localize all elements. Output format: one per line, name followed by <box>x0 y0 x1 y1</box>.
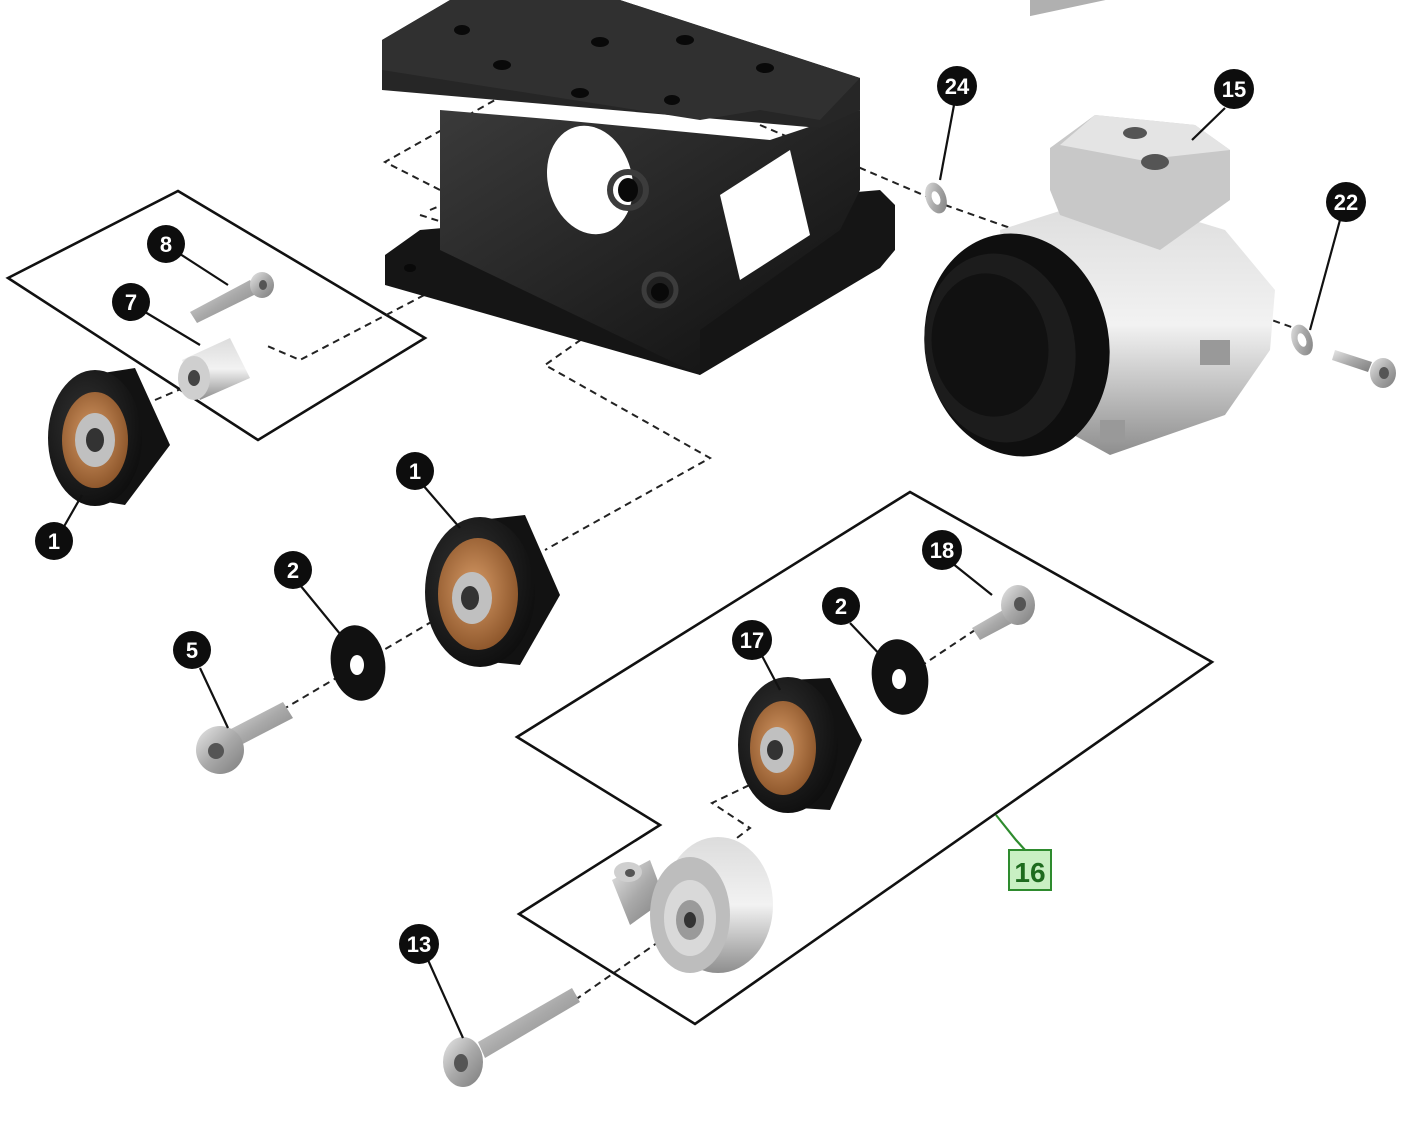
washer-22 <box>1291 324 1313 356</box>
subassembly-boundary-16 <box>514 490 1215 1026</box>
callout-2-right: 2 <box>822 587 860 625</box>
callout-17: 17 <box>732 620 772 660</box>
callout-1-left: 1 <box>35 522 73 560</box>
callout-13: 13 <box>399 924 439 964</box>
callout-8: 8 <box>147 225 185 263</box>
callout-label: 2 <box>835 594 847 619</box>
callout-label: 18 <box>930 538 954 563</box>
tensioner-pulley <box>612 837 773 973</box>
callout-label: 7 <box>125 290 137 315</box>
callout-18: 18 <box>922 530 962 570</box>
callout-label: 2 <box>287 558 299 583</box>
callout-label: 13 <box>407 932 431 957</box>
screw-18 <box>972 585 1035 640</box>
callout-label: 1 <box>409 459 421 484</box>
callout-label: 5 <box>186 638 198 663</box>
screw-motor <box>1332 350 1396 388</box>
callout-label: 1 <box>48 529 60 554</box>
callout-1-center: 1 <box>396 452 434 490</box>
motor-assembly <box>924 0 1275 457</box>
roller-1-left <box>48 368 170 506</box>
callout-22: 22 <box>1326 182 1366 222</box>
callout-2-left: 2 <box>274 551 312 589</box>
assembly-label-text: 16 <box>1014 857 1045 888</box>
cast-iron-bracket <box>382 0 895 375</box>
callout-label: 8 <box>160 232 172 257</box>
callout-5: 5 <box>173 631 211 669</box>
callout-label: 24 <box>945 74 970 99</box>
roller-17 <box>738 677 862 813</box>
washer-2-right <box>871 639 929 715</box>
callout-15: 15 <box>1214 69 1254 109</box>
callout-7: 7 <box>112 283 150 321</box>
callout-24: 24 <box>937 66 977 106</box>
washer-24 <box>925 182 947 214</box>
screw-5 <box>196 702 293 774</box>
subassembly-boundary-left <box>5 189 428 442</box>
callout-label: 22 <box>1334 190 1358 215</box>
leader-lines <box>61 104 1342 1039</box>
callout-label: 17 <box>740 628 764 653</box>
roller-1-center <box>425 515 560 667</box>
spacer-7 <box>178 338 250 400</box>
washer-2-left <box>330 625 386 701</box>
screw-13 <box>443 988 580 1087</box>
callout-label: 15 <box>1222 77 1246 102</box>
screw-8 <box>190 272 274 323</box>
assembly-label-16: 16 <box>1008 849 1052 891</box>
